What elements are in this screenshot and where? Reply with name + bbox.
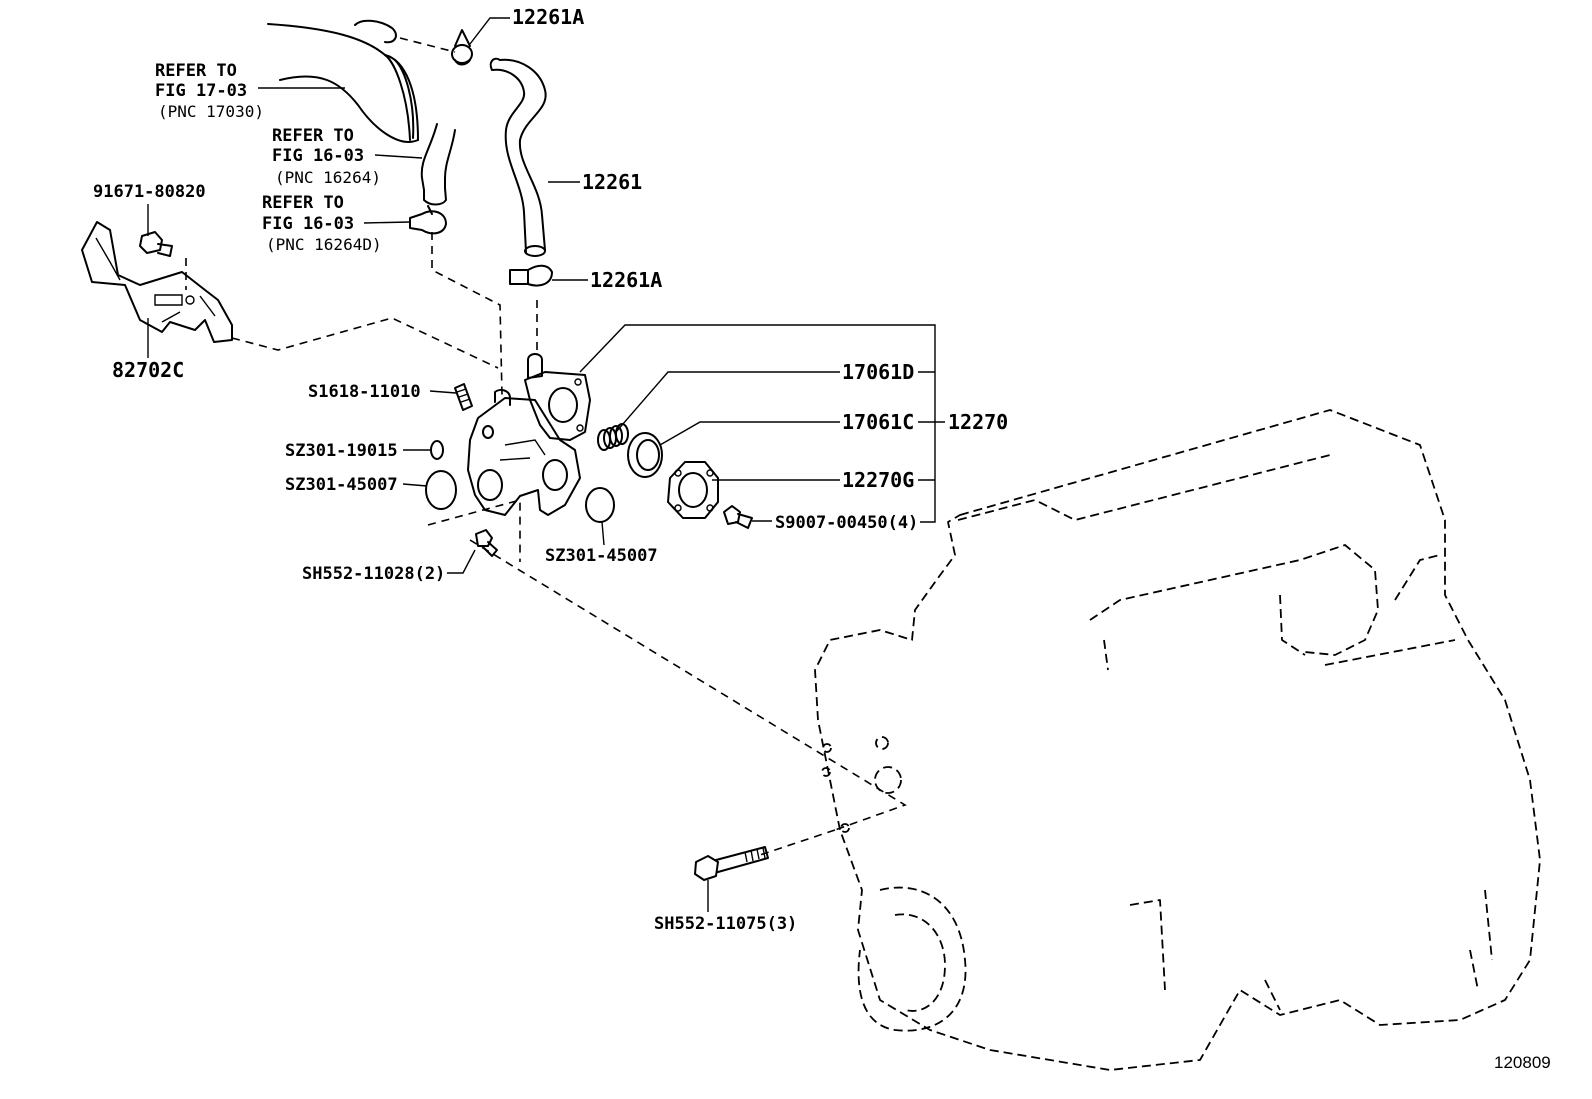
clamp-16264d[interactable] xyxy=(409,205,447,235)
label-oring-right: SZ301-45007 xyxy=(545,546,658,566)
label-bolt-housing: SH552-11028(2) xyxy=(302,564,445,584)
label-ref2-line3: (PNC 16264) xyxy=(275,168,381,187)
oring-sz301-19015[interactable] xyxy=(430,440,444,460)
leader-lines xyxy=(147,17,945,912)
bolt-sh552-11075[interactable] xyxy=(694,846,769,881)
label-ref2-line2: FIG 16-03 xyxy=(272,146,364,166)
hose-16264[interactable] xyxy=(420,123,456,206)
label-ref1-line3: (PNC 17030) xyxy=(158,102,264,121)
label-cover: 12270G xyxy=(842,468,914,492)
stud-s1618[interactable] xyxy=(454,383,473,411)
figure-id: 120809 xyxy=(1494,1053,1551,1072)
label-ref2-line1: REFER TO xyxy=(272,126,354,146)
upper-hose-17030[interactable] xyxy=(267,19,419,143)
oring-sz301-45007-left[interactable] xyxy=(425,470,457,510)
cover-12270g[interactable] xyxy=(667,461,719,519)
bracket-82702c[interactable] xyxy=(81,221,233,343)
label-ref1-line1: REFER TO xyxy=(155,61,237,81)
spring-17061d[interactable] xyxy=(597,423,629,451)
label-ref3-line1: REFER TO xyxy=(262,193,344,213)
label-bolt-long: SH552-11075(3) xyxy=(654,914,797,934)
water-outlet-housing[interactable] xyxy=(467,389,581,516)
clamp-bottom[interactable] xyxy=(509,264,553,287)
label-stud: S1618-11010 xyxy=(308,382,421,402)
label-oring-left: SZ301-45007 xyxy=(285,475,398,495)
label-bracket: 82702C xyxy=(112,358,184,382)
bolt-91671[interactable] xyxy=(139,231,173,257)
water-hose-12261[interactable] xyxy=(489,57,547,257)
label-ref3-line3: (PNC 16264D) xyxy=(266,235,382,254)
bolt-s9007[interactable] xyxy=(723,505,753,529)
label-ref1-line2: FIG 17-03 xyxy=(155,81,247,101)
valve-17061c[interactable] xyxy=(627,432,663,478)
label-hose-main: 12261 xyxy=(582,170,642,194)
label-clamp-bottom: 12261A xyxy=(590,268,662,292)
oring-sz301-45007-right[interactable] xyxy=(585,487,615,523)
label-bolt-cover: S9007-00450(4) xyxy=(775,513,918,533)
label-oring-small: SZ301-19015 xyxy=(285,441,398,461)
label-assembly: 12270 xyxy=(948,410,1008,434)
label-valve: 17061C xyxy=(842,410,914,434)
clamp-top[interactable] xyxy=(451,29,473,66)
label-spring: 17061D xyxy=(842,360,914,384)
label-bolt-bracket: 91671-80820 xyxy=(93,182,206,202)
bolt-sh552-11028[interactable] xyxy=(475,529,498,557)
thermostat-flange[interactable] xyxy=(524,353,591,441)
label-clamp-top: 12261A xyxy=(512,5,584,29)
label-ref3-line2: FIG 16-03 xyxy=(262,214,354,234)
part-labels: 12261A REFER TO FIG 17-03 (PNC 17030) RE… xyxy=(93,5,1551,1072)
engine-outline xyxy=(814,409,1541,1071)
